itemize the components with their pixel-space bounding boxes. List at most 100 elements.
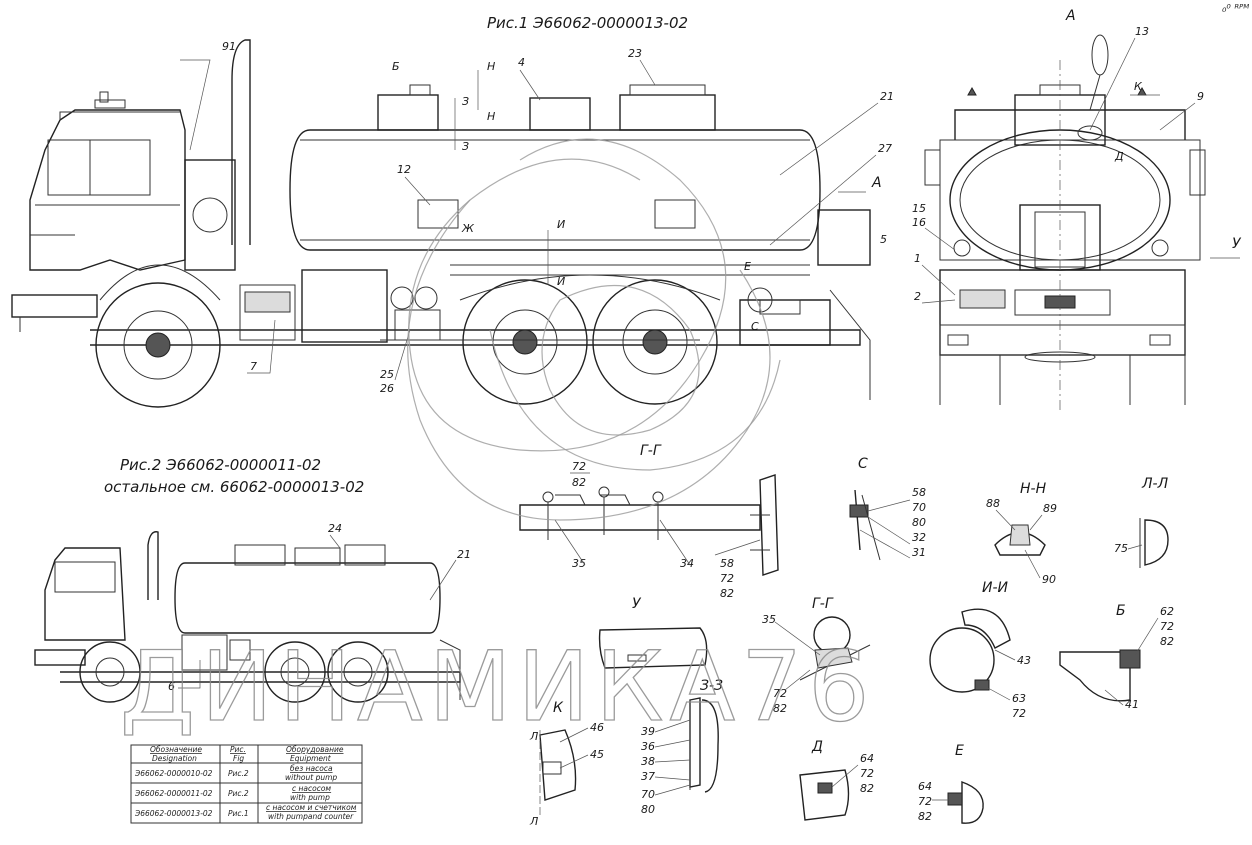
d-label-64: 64 [860,752,874,765]
fig1-title: Рис.1 Э66062-0000013-02 [487,14,688,32]
b-label-82: 82 [1160,635,1174,648]
table-row1-equip-en: without pump [285,773,337,782]
b-label-41: 41 [1125,698,1139,711]
fig2-label-24: 24 [328,522,342,535]
gg2-label-72: 72 [773,687,787,700]
section-zz-detail: З-З [689,678,723,793]
b-label-72: 72 [1160,620,1174,633]
ii-label-63: 63 [1012,692,1026,705]
section-ii-title: И-И [982,580,1009,596]
view-a-annotations: 13 К 9 Д 15 16 1 2 У [912,25,1242,304]
gg-label-72b: 72 [720,572,734,585]
section-s-annotations: 58 70 80 32 31 [859,486,926,559]
zz-label-39: 39 [641,725,655,738]
label-26: 26 [380,382,394,395]
label-i1: И [557,218,565,231]
table-header-equip-ru: Оборудование [286,745,344,754]
ii-label-43: 43 [1017,654,1031,667]
gg-label-72: 72 [572,460,586,473]
fig2-annotations: 24 21 6 [168,522,471,693]
section-gg-detail: Г-Г [519,443,779,576]
s-label-58: 58 [912,486,926,499]
e-label-72: 72 [918,795,932,808]
label-zh: Ж [461,222,475,235]
section-u-detail: У [598,596,708,669]
fig1-annotations: Рис.1 Э66062-0000013-02 91 Б Н Н З З 4 2… [180,14,894,395]
s-label-31: 31 [912,546,926,559]
gg-label-82: 82 [572,476,586,489]
label-21: 21 [880,90,894,103]
zz-label-70: 70 [641,788,655,801]
table-header-fig-ru: Рис. [230,745,246,754]
table-header-equip-en: Equipment [290,754,332,763]
fig1-truck-side-view [11,39,871,408]
gg-label-34: 34 [680,557,694,570]
section-ii-detail: И-И [929,580,1011,693]
label-1: 1 [914,252,921,265]
label-e: Е [744,260,751,273]
fig2-title: Рис.2 Э66062-0000011-02 [120,456,321,474]
nn-label-90: 90 [1042,573,1056,586]
gg-label-58: 58 [720,557,734,570]
section-zz-annotations: 39 36 38 37 70 80 [641,719,691,816]
d-label-82: 82 [860,782,874,795]
table-row1-equip-ru: без насоса [290,764,333,773]
label-2: 2 [914,290,921,303]
label-16: 16 [912,216,926,229]
section-b-annotations: 62 72 82 41 [1104,605,1174,711]
view-e-title: Е [955,743,964,759]
table-row2-fig: Рис.2 [228,789,249,798]
label-z1: З [462,95,469,108]
section-gg2-detail: Г-Г [799,596,871,681]
view-k-detail: К Л Л [529,700,577,828]
section-b-detail: Б [1059,603,1141,702]
label-h2: Н [487,110,495,123]
table-row2-equip-ru: с насосом [292,784,331,793]
label-7: 7 [250,360,257,373]
view-d-annotations: 64 72 82 [831,752,874,795]
d-label-72: 72 [860,767,874,780]
s-label-32: 32 [912,531,926,544]
section-s-detail: С [849,456,881,561]
zz-label-38: 38 [641,755,655,768]
label-k: К [1134,80,1143,93]
section-nn-title: Н-Н [1020,481,1047,497]
label-4: 4 [518,56,525,69]
section-gg-annotations: 72 82 35 34 58 72 82 [554,460,761,600]
designation-table: Обозначение Designation Рис. Fig Оборудо… [130,744,363,824]
ii-label-72: 72 [1012,707,1026,720]
table-row1-designation: Э66062-0000010-02 [134,769,213,778]
s-label-80: 80 [912,516,926,529]
gg2-label-82: 82 [773,702,787,715]
table-row1-fig: Рис.2 [228,769,249,778]
e-label-82: 82 [918,810,932,823]
view-d-detail: Д [799,739,850,821]
table-header-designation-en: Designation [152,754,197,763]
label-z2: З [462,140,469,153]
fig2-label-21: 21 [457,548,471,561]
section-gg-title: Г-Г [640,443,662,459]
table-row3-designation: Э66062-0000013-02 [134,809,213,818]
label-12: 12 [397,163,411,176]
section-ll-title: Л-Л [1141,476,1169,492]
corner-marker: ₀⁰ ᴿᴾᴹ [1222,2,1249,15]
k-label-46: 46 [590,721,604,734]
table-header-designation-ru: Обозначение [150,745,202,754]
view-k-annotations: 46 45 [559,721,604,769]
label-h1: Н [487,60,495,73]
fig2-subtitle: остальное см. 66062-0000013-02 [104,478,364,496]
view-a-rear: А ₀⁰ ᴿᴾᴹ [924,2,1249,410]
s-label-70: 70 [912,501,926,514]
k-label-45: 45 [590,748,604,761]
section-zz-title: З-З [700,678,723,694]
label-a-arrow: А [871,175,882,191]
label-91: 91 [222,40,236,53]
gg-label-82b: 82 [720,587,734,600]
label-25: 25 [380,368,394,381]
view-d-title: Д [811,739,823,755]
k-label-l2: Л [529,815,538,828]
label-27: 27 [878,142,892,155]
zz-label-80: 80 [641,803,655,816]
